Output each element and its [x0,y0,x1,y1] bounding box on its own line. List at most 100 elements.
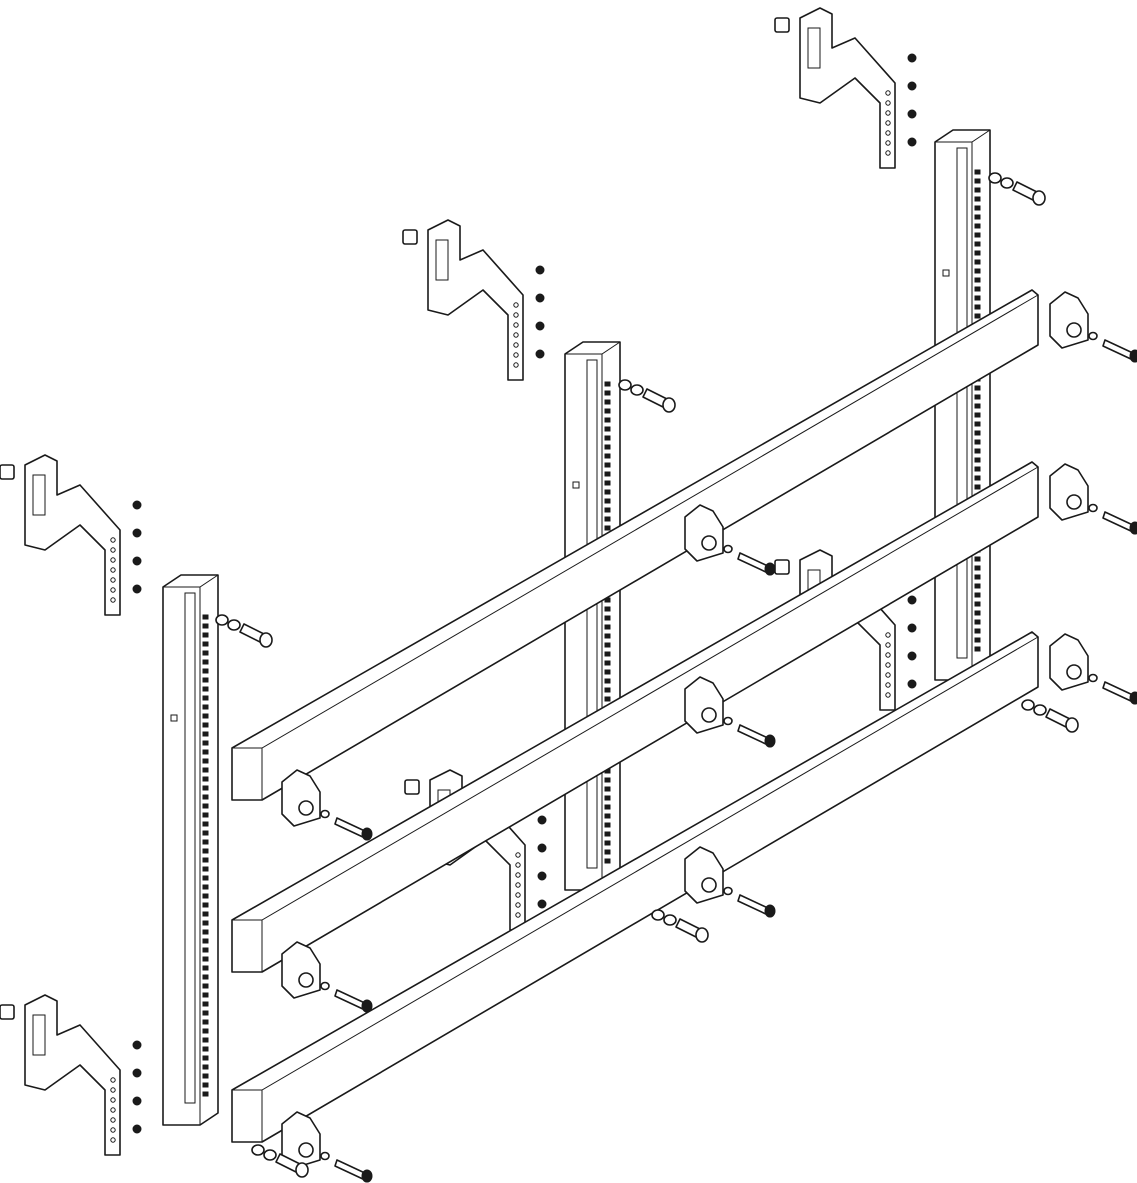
washer [618,379,632,391]
screw-head [537,899,547,909]
rail-clamp [684,846,776,918]
bracket-hole [513,322,519,328]
bracket-hole [885,672,891,678]
washer [1088,673,1098,683]
post-hole [974,232,981,238]
bracket-hole [885,110,891,116]
bolt-head [361,827,373,841]
washer [215,614,229,626]
post-hole [974,277,981,283]
screw-head [535,321,545,331]
post-hole [604,516,611,522]
bracket-slot [807,27,821,69]
bracket-hole [110,567,116,573]
post-hole [604,822,611,828]
post-hole [202,1010,209,1016]
bolt-head [662,397,676,413]
screw-head [132,528,142,538]
post-hole [202,866,209,872]
post-hole [202,1001,209,1007]
post-hole [202,641,209,647]
post-hole [974,304,981,310]
clamp-bore [701,877,717,893]
cage-nut [404,779,420,795]
mounting-bracket [774,7,917,169]
rail-edge [232,294,1039,800]
post-hole [202,1055,209,1061]
clamp-bore [1066,494,1082,510]
post-hole [604,795,611,801]
post-hole [604,408,611,414]
lock-washer [1033,704,1047,716]
post-hole [202,722,209,728]
post-hole [202,1037,209,1043]
bracket-hole [513,362,519,368]
rail-body [231,461,1039,973]
post-hole [604,390,611,396]
post-hole [202,803,209,809]
post-slot [586,359,598,869]
post-hole [974,556,981,562]
rail-clamp [684,676,776,748]
post-hole [604,426,611,432]
bolt-head [259,632,273,648]
clamp-bore [701,707,717,723]
post-hole [604,840,611,846]
post-hole [202,713,209,719]
post-hole [974,619,981,625]
post-hole [604,453,611,459]
bracket-hole [110,557,116,563]
clamp-body [1049,291,1089,349]
bracket-hole [885,120,891,126]
post-hole [974,457,981,463]
bracket-slot [32,474,46,516]
bracket-hole [110,537,116,543]
post-marker [572,481,580,489]
post-hole [604,381,611,387]
bracket-hole [110,1087,116,1093]
post-hole [974,601,981,607]
bracket-hole [885,662,891,668]
bracket-hole [515,852,521,858]
bolt-head [695,927,709,943]
bracket-hole [515,862,521,868]
post-hole [604,669,611,675]
post-hole [202,668,209,674]
post-hole [604,624,611,630]
post-hole [974,394,981,400]
post-hole [604,606,611,612]
bracket-slot [435,239,449,281]
horizontal-rail [231,461,1137,1013]
bracket-body [799,7,896,169]
post-hole [202,1046,209,1052]
post-hole [202,965,209,971]
post-hole [604,498,611,504]
bracket-slot [32,1014,46,1056]
post-hole [974,250,981,256]
clamp-bore [298,1142,314,1158]
post-hole [604,831,611,837]
cage-nut [774,17,790,33]
horizontal-rails [231,289,1137,1183]
bracket-hole [515,872,521,878]
rail-clamp [281,769,373,841]
post-marker [942,269,950,277]
horizontal-rail [231,289,1137,841]
post-hole [974,592,981,598]
bolt-head [764,904,776,918]
bracket-hole [110,577,116,583]
post-hole [974,403,981,409]
screw-head [907,137,917,147]
screw-head [535,265,545,275]
mounting-bracket [0,454,142,616]
bolt-head [1129,691,1137,705]
post-hole [202,992,209,998]
post-hole [604,417,611,423]
screw-head [132,1096,142,1106]
bracket-hole [110,1097,116,1103]
bolt-head [1032,190,1046,206]
screw-head [132,500,142,510]
vertical-post [162,574,219,1126]
post-hole [974,484,981,490]
post-hole [202,1091,209,1097]
